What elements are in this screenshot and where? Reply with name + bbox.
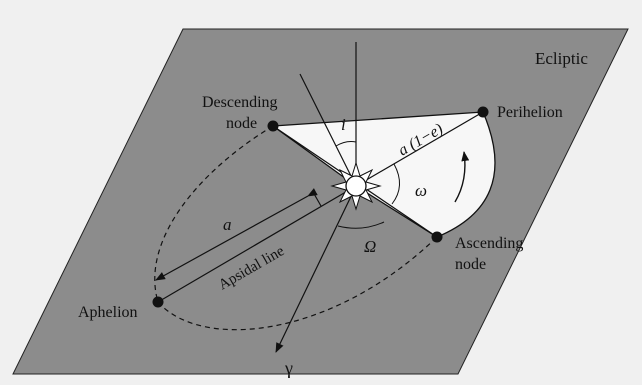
sun-to-perihelion-line [355,111,484,187]
orbit-dashed-below-lower [157,236,438,331]
inclination-label: i [341,115,346,134]
arg-periapsis-arc [391,163,400,205]
motion-direction-arrow [454,151,470,203]
ascending-node-point [431,231,443,243]
vernal-equinox-arrow [275,185,357,353]
descending-node-point [267,120,279,132]
aphelion-point [152,296,164,308]
semi-major-axis-tick [312,191,322,207]
ascending-node-label-line2: node [455,256,486,273]
descending-node-label-line1: Descending [202,94,278,111]
long-asc-node-label: Ω [364,237,376,256]
sun-icon [330,161,382,211]
ascending-node-label-line1: Ascending [455,235,523,252]
orbit-dashed-below [154,125,274,303]
vernal-equinox-label: γ [284,358,293,378]
semi-major-axis-label: a [223,215,232,234]
perihelion-label: Perihelion [497,104,563,121]
orbit-normal-line [299,73,357,187]
perihelion-point [477,106,489,118]
ecliptic-label: Ecliptic [535,49,588,68]
inclination-arc [335,141,357,147]
long-asc-node-arc [337,221,385,229]
arg-periapsis-label: ω [415,181,427,200]
semi-major-axis-arrow [155,188,318,281]
ecliptic-plane [12,28,629,375]
aphelion-label: Aphelion [78,304,138,321]
descending-node-label-line2: node [226,115,257,132]
